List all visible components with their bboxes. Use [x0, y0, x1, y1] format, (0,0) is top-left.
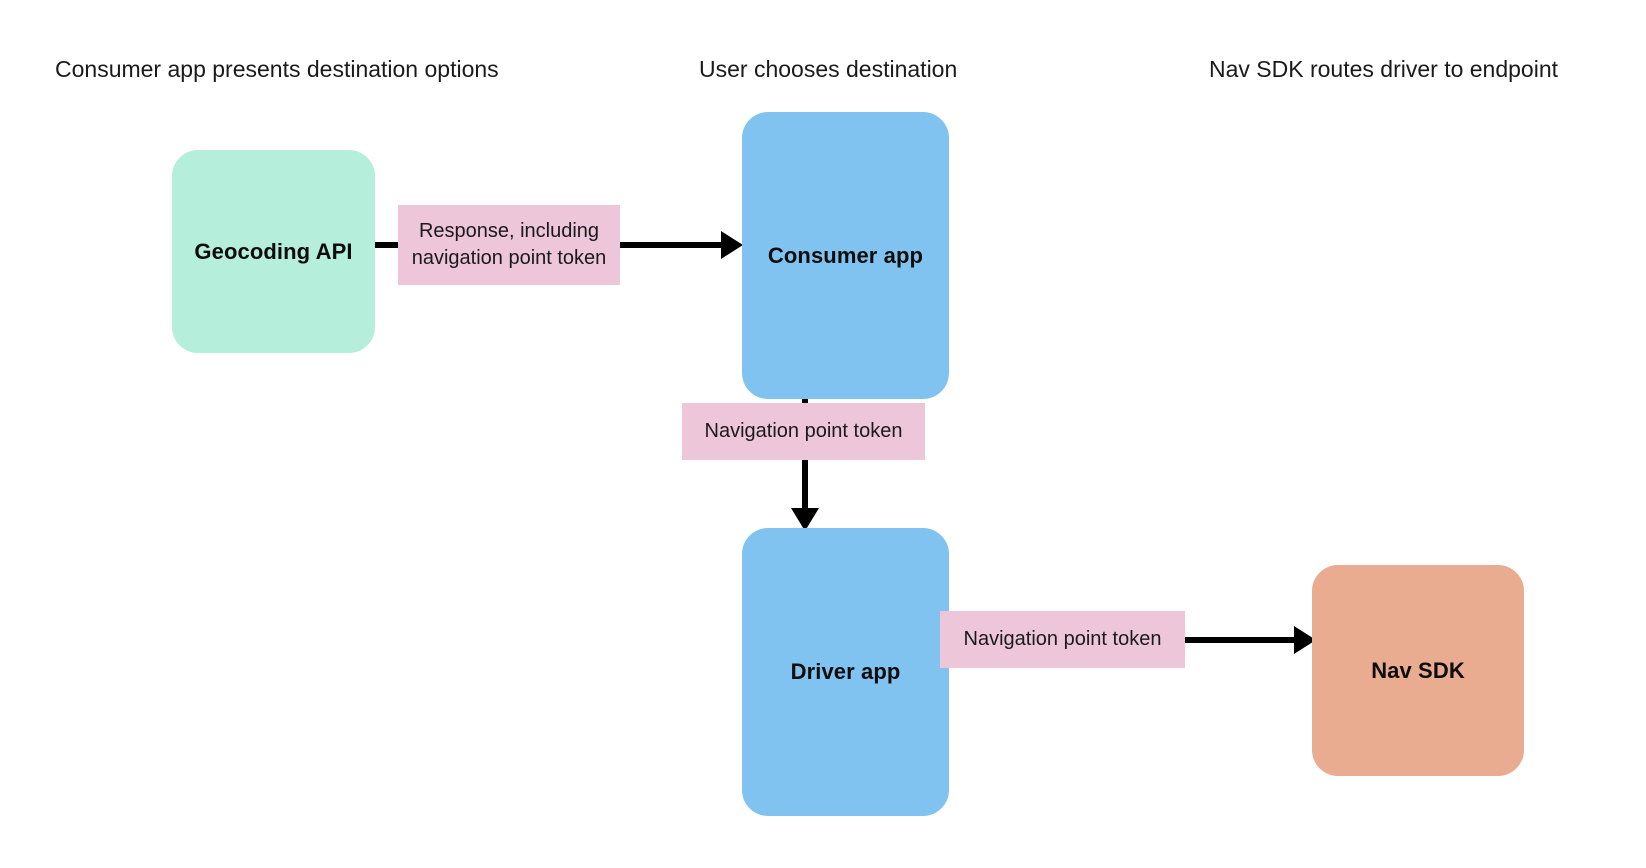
node-nav-sdk-label: Nav SDK: [1371, 657, 1465, 683]
node-geocoding-api[interactable]: Geocoding API: [172, 150, 375, 353]
node-consumer-app[interactable]: Consumer app: [742, 112, 949, 399]
node-driver-app-label: Driver app: [790, 659, 901, 684]
edge-label-nav-token-driver-navsdk-text: Navigation point token: [963, 628, 1162, 650]
column-header-user-chooses: User chooses destination: [699, 56, 958, 82]
edge-label-nav-token-consumer-driver: Navigation point token: [682, 403, 925, 460]
edge-label-nav-token-driver-navsdk: Navigation point token: [940, 611, 1185, 668]
node-consumer-app-label: Consumer app: [767, 242, 924, 268]
edge-label-nav-token-consumer-driver-text: Navigation point token: [704, 420, 903, 442]
edge-label-response: Response, including navigation point tok…: [398, 205, 620, 285]
node-driver-app[interactable]: Driver app: [742, 528, 949, 816]
column-header-consumer-app: Consumer app presents destination option…: [55, 56, 499, 82]
node-geocoding-api-label: Geocoding API: [194, 238, 353, 264]
column-header-nav-sdk: Nav SDK routes driver to endpoint: [1209, 56, 1559, 82]
node-nav-sdk[interactable]: Nav SDK: [1312, 565, 1524, 776]
edge-label-response-text: Response, including navigation point tok…: [411, 220, 607, 269]
